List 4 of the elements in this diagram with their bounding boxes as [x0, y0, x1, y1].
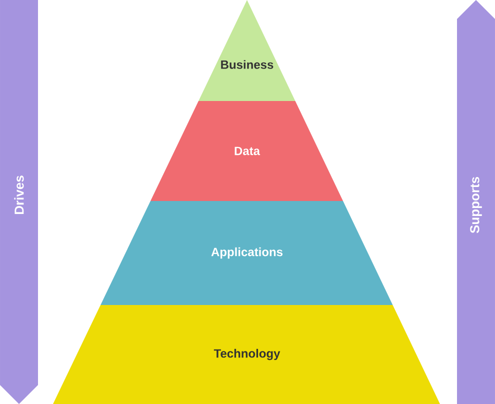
pyramid-layer: Business — [198, 0, 296, 101]
pyramid-layer: Technology — [53, 305, 440, 404]
pyramid-layer: Applications — [100, 201, 393, 305]
pyramid-layer: Data — [150, 101, 344, 201]
